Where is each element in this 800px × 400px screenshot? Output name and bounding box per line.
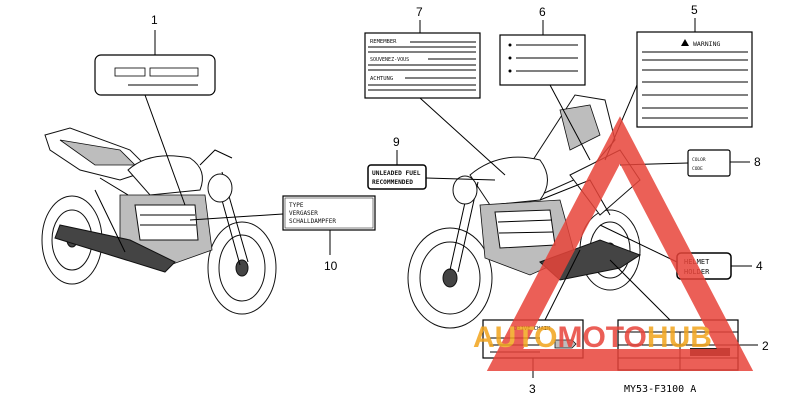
fuel-tank-right <box>469 156 548 206</box>
type-label-line1: TYPE <box>289 202 304 209</box>
callout-8: 8 <box>754 155 761 169</box>
label-part-7-remember: REMEMBER SOUVENEZ-VOUS ACHTUNG <box>364 32 481 99</box>
warning-title: WARNING <box>693 40 720 48</box>
motorcycle-right-illustration <box>407 94 642 329</box>
color-code-line1: COLOR <box>692 157 706 163</box>
warning-triangle-icon <box>681 39 689 46</box>
unleaded-line2: RECOMMENDED <box>372 179 413 186</box>
callout-3: 3 <box>529 382 536 396</box>
callout-1: 1 <box>151 13 158 27</box>
callout-4: 4 <box>756 259 763 273</box>
helmet-line1: HELMET <box>684 258 710 266</box>
callout-2: 2 <box>762 339 769 353</box>
watermark-logo: AUTOMOTOHUB <box>473 116 754 371</box>
type-label-line3: SCHALLDAMPFER <box>289 218 336 225</box>
label-part-5-warning: WARNING <box>636 31 753 128</box>
gauge-icon <box>554 339 577 349</box>
souvenez-text: SOUVENEZ-VOUS <box>370 57 409 63</box>
fuel-tank-left <box>127 155 203 196</box>
achtung-text: ACHTUNG <box>370 76 393 82</box>
label-part-1 <box>94 54 216 96</box>
callout-7: 7 <box>416 5 423 19</box>
color-code-line2: CODE <box>692 166 703 172</box>
remember-text: REMEMBER <box>370 39 397 45</box>
watermark-triangle-icon <box>486 116 754 371</box>
headlight-left <box>207 173 233 203</box>
type-label-line2: VERGASER <box>289 210 318 217</box>
callout-10: 10 <box>324 259 338 273</box>
watermark-text-auto: AUTOMOTOHUB <box>473 321 712 354</box>
callout-5: 5 <box>691 3 698 17</box>
part-code: MY53-F3100 A <box>624 384 696 395</box>
headlight-right <box>452 175 478 205</box>
motorcycle-left-illustration <box>41 127 277 315</box>
unleaded-line1: UNLEADED FUEL <box>372 170 421 177</box>
callout-6: 6 <box>539 5 546 19</box>
label-part-6 <box>499 34 586 86</box>
callout-9: 9 <box>393 135 400 149</box>
label-part-10-type: TYPE VERGASER SCHALLDAMPFER <box>282 195 376 231</box>
label-part-8-color-code: COLOR CODE <box>687 149 731 177</box>
label-part-9-unleaded-fuel: UNLEADED FUEL RECOMMENDED <box>367 164 427 190</box>
